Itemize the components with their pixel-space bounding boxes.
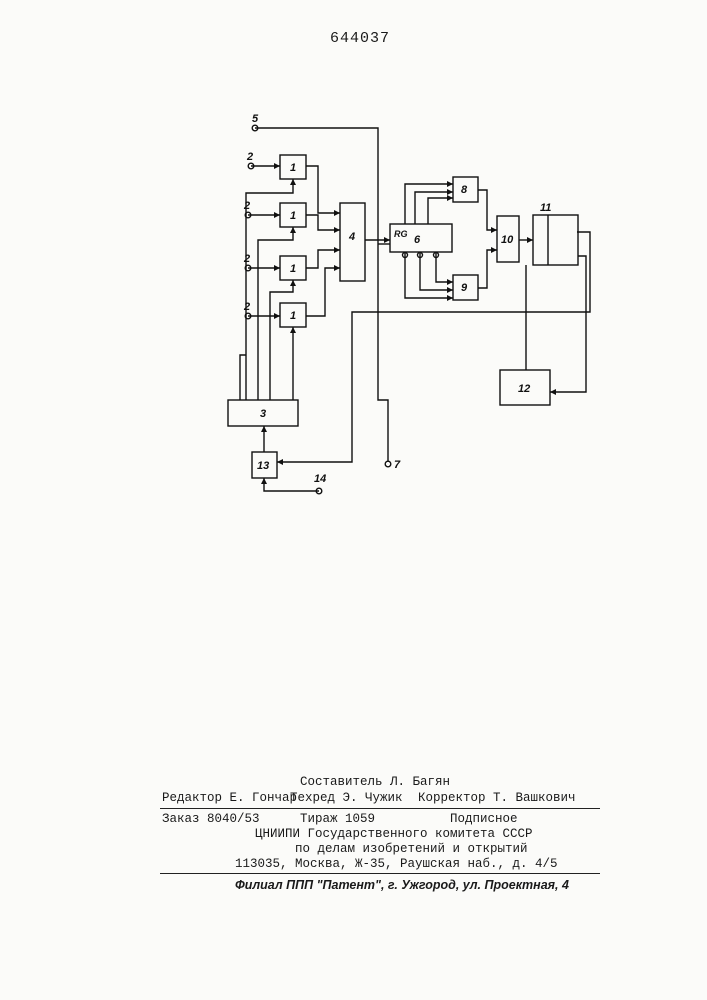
wire-12-11	[550, 256, 586, 392]
label-block-1d: 1	[290, 310, 296, 322]
wire-1c-4	[306, 250, 340, 268]
label-block-1c: 1	[290, 263, 296, 275]
label-terminal-5: 5	[252, 113, 259, 125]
label-block-12: 12	[518, 383, 530, 395]
label-terminal-2b: 2	[243, 200, 250, 212]
label-block-10: 10	[501, 234, 514, 246]
imprint-org-line2: по делам изобретений и открытий	[295, 842, 528, 856]
imprint-order: Заказ 8040/53	[162, 812, 260, 826]
wire-6-9a	[405, 252, 453, 298]
wire-3-1c	[270, 280, 293, 400]
imprint-org-line1: ЦНИИПИ Государственного комитета СССР	[255, 827, 533, 841]
label-block-4: 4	[348, 231, 355, 243]
wire-9-10	[478, 250, 497, 288]
wire-6-8c	[428, 198, 453, 224]
wire-3-1b	[258, 227, 293, 400]
label-block-6: 6	[414, 234, 421, 246]
label-block-6-rg: RG	[394, 229, 408, 239]
label-terminal-14: 14	[314, 473, 326, 485]
wire-6-8a	[405, 184, 453, 224]
imprint-compiler: Составитель Л. Багян	[300, 775, 450, 789]
wire-11-13	[277, 232, 590, 462]
label-terminal-7: 7	[394, 459, 401, 471]
imprint-editor: Редактор Е. Гончар	[162, 791, 297, 805]
label-block-1b: 1	[290, 210, 296, 222]
label-block-1a: 1	[290, 162, 296, 174]
label-block-8: 8	[461, 184, 468, 196]
wire-1a-4	[306, 166, 340, 213]
imprint-techred: Техред Э. Чужик	[290, 791, 403, 805]
wire-1d-4	[306, 268, 340, 316]
label-terminal-2c: 2	[243, 253, 250, 265]
imprint-rule-bottom	[160, 873, 600, 874]
wire-t5	[255, 128, 388, 462]
imprint-circulation: Тираж 1059	[300, 812, 375, 826]
label-block-13: 13	[257, 460, 269, 472]
label-block-9: 9	[461, 282, 468, 294]
block-11	[533, 215, 578, 265]
imprint-subscription: Подписное	[450, 812, 518, 826]
imprint-corrector: Корректор Т. Вашкович	[418, 791, 576, 805]
imprint-address: 113035, Москва, Ж-35, Раушская наб., д. …	[235, 857, 558, 871]
label-block-3: 3	[260, 408, 266, 420]
wire-8-10	[478, 190, 497, 230]
label-block-11: 11	[540, 202, 551, 214]
label-terminal-2a: 2	[246, 151, 253, 163]
imprint-rule-top	[160, 808, 600, 809]
wire-14-13	[264, 478, 319, 491]
label-terminal-2d: 2	[243, 301, 250, 313]
terminal-7	[385, 461, 391, 467]
imprint-branch: Филиал ППП "Патент", г. Ужгород, ул. Про…	[235, 878, 569, 892]
